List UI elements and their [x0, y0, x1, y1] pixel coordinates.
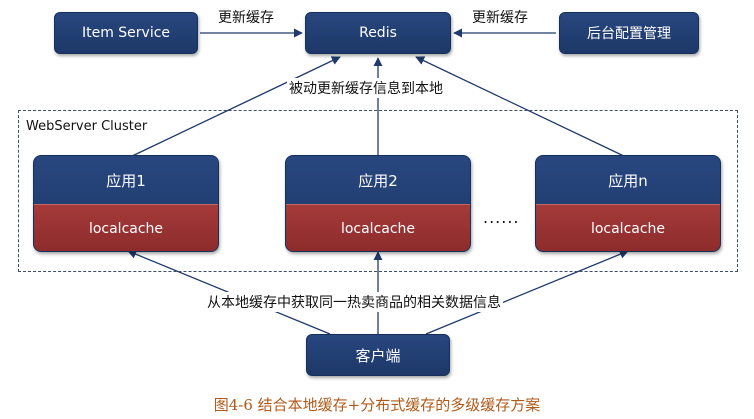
redis-label: Redis — [359, 25, 397, 41]
edge-label-client-fetch: 从本地缓存中获取同一热卖商品的相关数据信息 — [205, 292, 503, 312]
app-name: 应用1 — [106, 171, 146, 190]
localcache-label: localcache — [34, 204, 218, 251]
app-name: 应用2 — [358, 171, 398, 190]
edge-label-update-cache-left: 更新缓存 — [218, 10, 274, 26]
client-node: 客户端 — [306, 334, 450, 376]
app-node-2: 应用2 localcache — [285, 155, 471, 252]
more-apps-ellipsis: ...... — [483, 208, 520, 227]
edge-label-passive-update: 被动更新缓存信息到本地 — [287, 78, 445, 98]
item-service-label: Item Service — [81, 25, 171, 41]
client-label: 客户端 — [355, 346, 401, 365]
item-service-node: Item Service — [54, 12, 198, 54]
config-admin-label: 后台配置管理 — [587, 26, 671, 42]
webserver-cluster-boundary — [18, 110, 738, 272]
app-name: 应用n — [608, 171, 648, 190]
app-node-1: 应用1 localcache — [33, 155, 219, 252]
edge-label-update-cache-right: 更新缓存 — [472, 10, 528, 26]
figure-caption: 图4-6 结合本地缓存+分布式缓存的多级缓存方案 — [213, 396, 541, 414]
config-admin-node: 后台配置管理 — [559, 12, 699, 54]
app-node-n: 应用n localcache — [535, 155, 721, 252]
redis-node: Redis — [305, 12, 451, 54]
arrow-client-to-appn — [425, 249, 629, 335]
localcache-label: localcache — [286, 204, 470, 251]
arrow-app1-to-redis — [127, 56, 341, 159]
localcache-label: localcache — [536, 204, 720, 251]
cluster-label: WebServer Cluster — [26, 119, 148, 134]
arrow-appn-to-redis — [415, 56, 629, 159]
